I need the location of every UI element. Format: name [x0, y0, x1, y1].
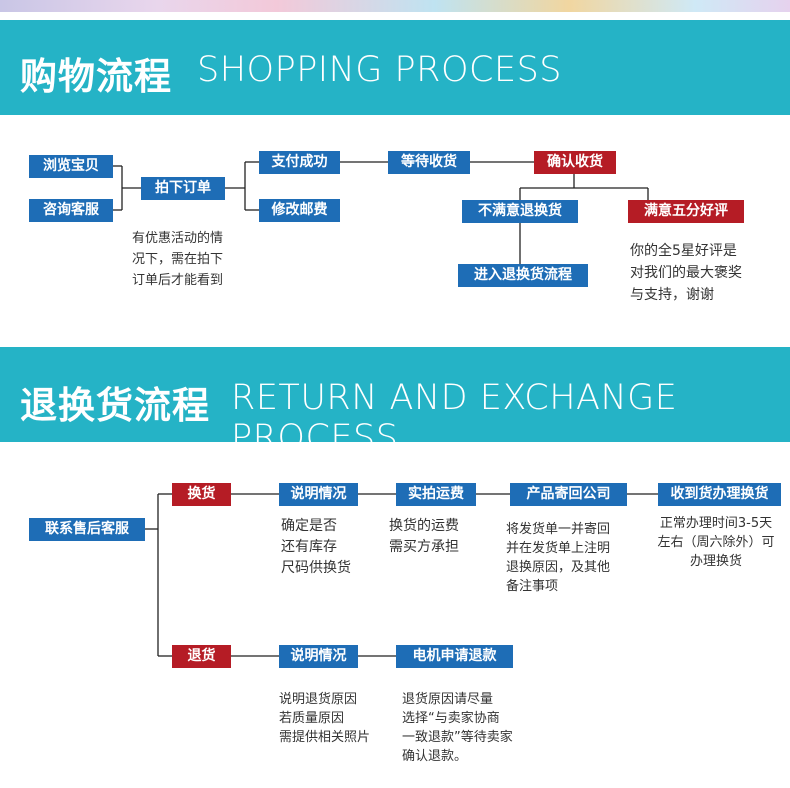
order-note-line: 况下，需在拍下: [132, 252, 224, 267]
order-note: 有优惠活动的情 况下，需在拍下 订单后才能看到: [132, 228, 223, 291]
send-back-box: 产品寄回公司: [510, 483, 627, 506]
return-title-cn: 退换货流程: [20, 384, 210, 427]
place-order-box: 拍下订单: [141, 177, 225, 200]
return-title-en: RETURN AND EXCHANGE PROCESS: [231, 378, 678, 458]
refund-box: 退货: [172, 645, 231, 668]
exchange-explain-box: 说明情况: [279, 483, 358, 506]
edit-postage-box: 修改邮费: [259, 199, 340, 222]
confirm-receive-box: 确认收货: [534, 151, 616, 174]
refund-explain-box: 说明情况: [279, 645, 358, 668]
note-line: 需买方承担: [389, 539, 459, 555]
apply-refund-note: 退货原因请尽量 选择“与卖家协商 一致退款”等待卖家 确认退款。: [402, 690, 513, 766]
top-decorative-strip: [0, 0, 790, 12]
note-line: 正常办理时间3-5天: [659, 516, 773, 531]
note-line: 一致退款”等待卖家: [402, 730, 513, 745]
shopping-banner: 购物流程 SHOPPING PROCESS: [0, 20, 790, 115]
satisfied-note-line: 你的全5星好评是: [630, 243, 737, 259]
note-line: 需提供相关照片: [279, 730, 371, 745]
note-line: 确定是否: [281, 518, 337, 534]
note-line: 退换原因，及其他: [506, 560, 611, 575]
order-note-line: 订单后才能看到: [132, 273, 224, 288]
apply-refund-box: 电机申请退款: [396, 645, 513, 668]
receive-exchange-note: 正常办理时间3-5天 左右（周六除外）可 办理换货: [646, 514, 786, 571]
consult-service-box: 咨询客服: [29, 199, 113, 222]
photo-freight-box: 实拍运费: [396, 483, 476, 506]
return-banner: 退换货流程 RETURN AND EXCHANGE PROCESS: [0, 347, 790, 458]
note-line: 办理换货: [689, 554, 742, 569]
note-line: 若质量原因: [279, 711, 345, 726]
send-back-note: 将发货单一并寄回 并在发货单上注明 退换原因，及其他 备注事项: [506, 520, 610, 596]
shopping-title-cn: 购物流程: [20, 55, 172, 98]
note-line: 并在发货单上注明: [506, 541, 611, 556]
note-line: 左右（周六除外）可: [657, 535, 775, 550]
satisfied-note-line: 对我们的最大褒奖: [630, 265, 742, 281]
note-line: 还有库存: [281, 539, 337, 555]
enter-return-process-box: 进入退换货流程: [458, 264, 588, 287]
note-line: 将发货单一并寄回: [506, 522, 611, 537]
shopping-title-en: SHOPPING PROCESS: [197, 50, 563, 90]
browse-items-box: 浏览宝贝: [29, 155, 113, 178]
refund-explain-note: 说明退货原因 若质量原因 需提供相关照片: [279, 690, 370, 747]
satisfied-note: 你的全5星好评是 对我们的最大褒奖 与支持，谢谢: [630, 240, 742, 306]
contact-aftersales-box: 联系售后客服: [29, 518, 145, 541]
exchange-explain-note: 确定是否 还有库存 尺码供换货: [281, 516, 351, 579]
note-line: 尺码供换货: [281, 560, 351, 576]
satisfied-note-line: 与支持，谢谢: [630, 287, 714, 303]
unsatisfied-return-box: 不满意退换货: [462, 200, 578, 223]
wait-receive-box: 等待收货: [388, 151, 470, 174]
note-line: 选择“与卖家协商: [402, 711, 500, 726]
note-line: 备注事项: [506, 579, 559, 594]
receive-exchange-box: 收到货办理换货: [658, 483, 781, 506]
order-note-line: 有优惠活动的情: [132, 231, 224, 246]
satisfied-review-box: 满意五分好评: [628, 200, 744, 223]
freight-note: 换货的运费 需买方承担: [389, 516, 459, 558]
note-line: 换货的运费: [389, 518, 459, 534]
note-line: 确认退款。: [402, 749, 468, 764]
note-line: 退货原因请尽量: [402, 692, 494, 707]
exchange-box: 换货: [172, 483, 231, 506]
note-line: 说明退货原因: [279, 692, 358, 707]
payment-success-box: 支付成功: [259, 151, 340, 174]
